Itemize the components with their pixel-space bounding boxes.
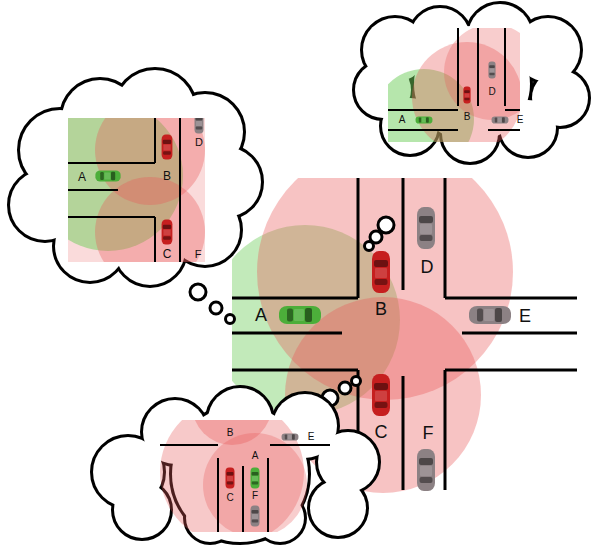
mini-scene [162,134,173,159]
thought-bubble [114,482,170,538]
bubble-trails [352,377,361,386]
road-lines [232,369,358,372]
perception-regions [232,178,513,493]
mini-scene [68,118,180,262]
mini-scene [388,109,458,111]
mini-scene [68,162,155,164]
mini-scene [251,468,260,489]
car-label: A [399,115,406,125]
mini-scene [162,219,173,244]
thought-bubble [10,70,261,287]
mini-scene [492,116,509,123]
road-lines [445,297,577,300]
car-label: E [308,432,315,442]
road-lines [462,332,577,335]
thought-bubble [310,480,366,536]
mini-scene [505,109,520,111]
mini-scene [68,216,155,218]
mini-scene [217,458,219,532]
cars [279,306,321,324]
car-label: A [255,306,267,324]
mini-scene [267,458,269,532]
mini-scene [192,420,272,445]
mini-scene [388,129,458,131]
cars [417,207,435,249]
bubble-trails [339,382,351,394]
road-lines [444,178,447,298]
thought-bubble [93,388,378,542]
car-label: A [252,451,259,461]
mini-scene [477,28,479,106]
mini-scene [444,28,520,120]
car-label: C [375,423,388,441]
mini-scene [95,171,120,182]
road-lines [445,369,577,372]
cars [372,374,390,416]
mini-scene [388,28,520,142]
bubble-trails [365,242,374,251]
mini-scene [226,468,235,489]
mini-scene [154,217,156,262]
thought-bubble [93,388,378,542]
car-label: D [421,258,434,276]
mini-scene [154,118,156,163]
bubble-trails [210,302,222,314]
mini-scene [68,118,205,262]
mini-scene [488,129,520,131]
car-label: B [227,428,234,438]
road-lines [402,376,405,490]
car-label: F [252,491,258,501]
mini-scene [160,444,218,446]
mini-scene [388,28,520,130]
mini-scene [160,445,330,532]
car-label: D [195,137,203,148]
car-label: B [375,300,387,318]
mini-scene [416,116,433,123]
mini-scene [242,466,244,532]
mini-scene [68,189,118,191]
mini-scene [488,62,495,79]
car-label: C [226,493,233,503]
bubble-trails [226,315,235,324]
car-label: B [464,112,471,122]
thought-bubble [310,480,366,536]
road-lines [444,370,447,490]
bubble-trails [190,284,206,300]
thought-bubble [355,4,588,169]
cars [469,306,511,324]
bubble-trails [378,217,394,233]
car-label: E [517,115,524,125]
mini-scene [282,433,299,440]
mini-scene [179,118,181,262]
mini-scene [504,28,506,106]
mini-scene [270,444,330,446]
mini-scene [160,420,330,532]
thought-bubble [93,365,378,544]
thought-bubble [114,482,170,538]
mini-scene [463,87,470,104]
road-lines [402,178,405,290]
mini-scene [195,118,204,134]
car-label: C [163,248,172,260]
cars [417,449,435,491]
car-label: D [488,87,495,97]
car-label: F [423,424,434,442]
mini-scene [203,433,307,532]
mini-scene [457,28,459,106]
car-label: F [195,249,202,260]
car-label: E [519,307,531,325]
road-lines [232,332,342,335]
cars [372,251,390,293]
car-label: B [163,170,171,182]
mini-scene [251,506,260,527]
road-lines [232,297,358,300]
car-label: A [78,171,86,183]
road-lines [357,178,360,298]
